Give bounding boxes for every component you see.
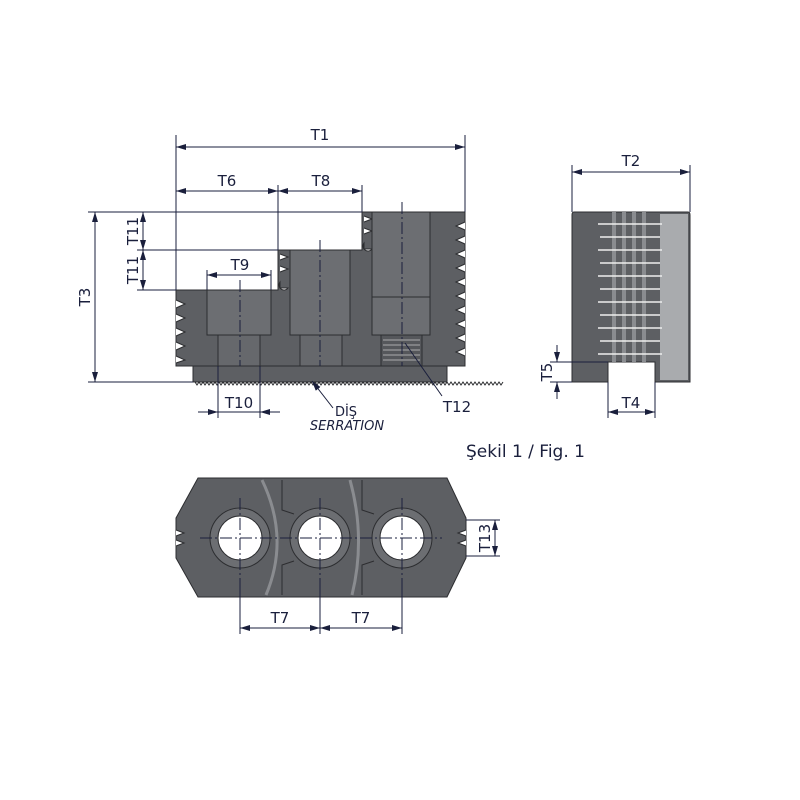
serration-teeth xyxy=(194,381,504,386)
front-view xyxy=(175,202,504,386)
front-dimensions: T1 T6 T8 T3 T11 T11 T9 T10 DİŞ SERRATION… xyxy=(76,126,471,434)
step-grooves-mid xyxy=(278,253,290,291)
dim-t12: T12 xyxy=(442,398,471,416)
dim-t3: T3 xyxy=(76,288,94,308)
serration-base xyxy=(192,365,448,383)
dim-t8: T8 xyxy=(311,172,331,190)
dim-t1: T1 xyxy=(310,126,330,144)
dim-t10: T10 xyxy=(224,394,253,412)
left-bore xyxy=(217,334,261,367)
dim-t2: T2 xyxy=(621,152,641,170)
right-serrations xyxy=(454,221,466,357)
serration-label-en: SERRATION xyxy=(310,419,384,434)
right-counterbore xyxy=(371,211,431,298)
left-serrations xyxy=(175,299,187,364)
dim-t5: T5 xyxy=(538,363,556,383)
top-view: T7 T7 T13 xyxy=(175,477,500,634)
dim-t6: T6 xyxy=(217,172,237,190)
dim-t13: T13 xyxy=(476,524,494,553)
side-view: T2 T4 T5 xyxy=(538,152,691,418)
dim-t11-lower: T11 xyxy=(124,256,142,285)
left-counterbore xyxy=(206,289,272,336)
dim-t7-right: T7 xyxy=(351,609,371,627)
serration-label-tr: DİŞ xyxy=(335,404,357,420)
middle-bore xyxy=(299,334,343,367)
right-bore xyxy=(371,296,431,336)
figure-caption: Şekil 1 / Fig. 1 xyxy=(466,442,585,462)
dim-t11-upper: T11 xyxy=(124,217,142,246)
dim-t7-left: T7 xyxy=(270,609,290,627)
dim-t9: T9 xyxy=(230,256,250,274)
side-serrations xyxy=(598,223,662,355)
dim-t4: T4 xyxy=(621,394,641,412)
side-face-light xyxy=(660,214,688,380)
